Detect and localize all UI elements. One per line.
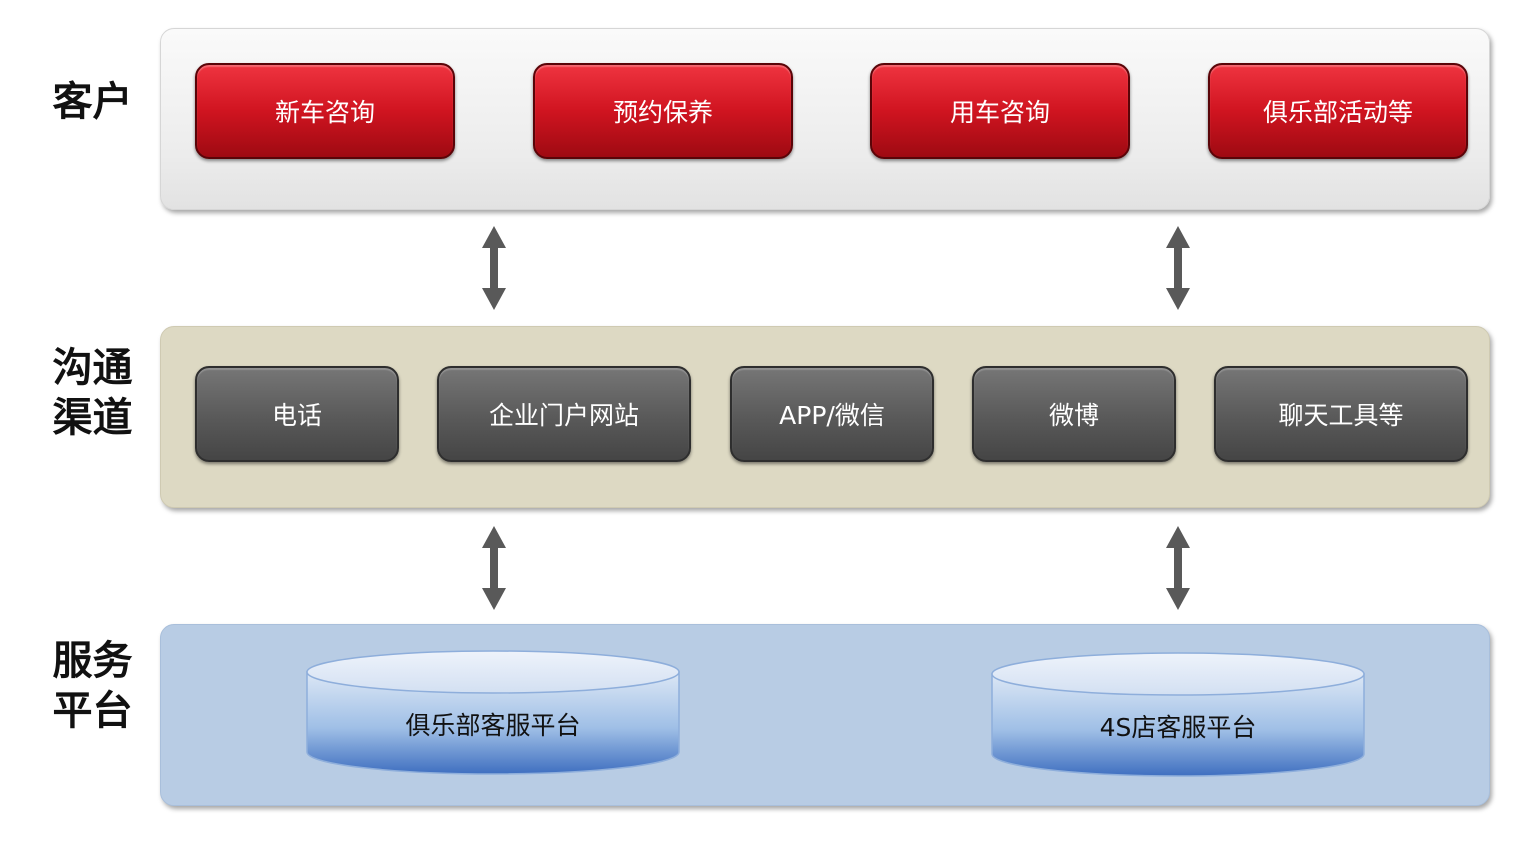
channel-weibo-button[interactable]: 微博 — [972, 366, 1176, 462]
database-cylinder-icon — [306, 650, 680, 775]
channel-phone-button[interactable]: 电话 — [195, 366, 399, 462]
customer-new-car-consult-button[interactable]: 新车咨询 — [195, 63, 455, 159]
connector-arrow-icon — [1166, 226, 1190, 310]
club-service-platform-database[interactable]: 俱乐部客服平台 — [306, 650, 680, 776]
4s-store-service-platform-label: 4S店客服平台 — [1099, 713, 1257, 742]
customer-maintenance-booking-button[interactable]: 预约保养 — [533, 63, 793, 159]
channel-chat-tools-button[interactable]: 聊天工具等 — [1214, 366, 1468, 462]
channel-portal-website-button[interactable]: 企业门户网站 — [437, 366, 691, 462]
row-label-channels: 沟通 渠道 — [52, 345, 133, 441]
row-label-platform: 服务 平台 — [52, 638, 133, 734]
connector-arrow-icon — [1166, 526, 1190, 610]
customer-car-use-consult-button[interactable]: 用车咨询 — [870, 63, 1130, 159]
database-cylinder-icon — [991, 652, 1365, 777]
4s-store-service-platform-database[interactable]: 4S店客服平台 — [991, 652, 1365, 778]
customer-club-activity-button[interactable]: 俱乐部活动等 — [1208, 63, 1468, 159]
connector-arrow-icon — [482, 226, 506, 310]
club-service-platform-label: 俱乐部客服平台 — [405, 711, 581, 740]
connector-arrow-icon — [482, 526, 506, 610]
row-label-customers: 客户 — [52, 79, 133, 125]
channel-app-wechat-button[interactable]: APP/微信 — [730, 366, 934, 462]
